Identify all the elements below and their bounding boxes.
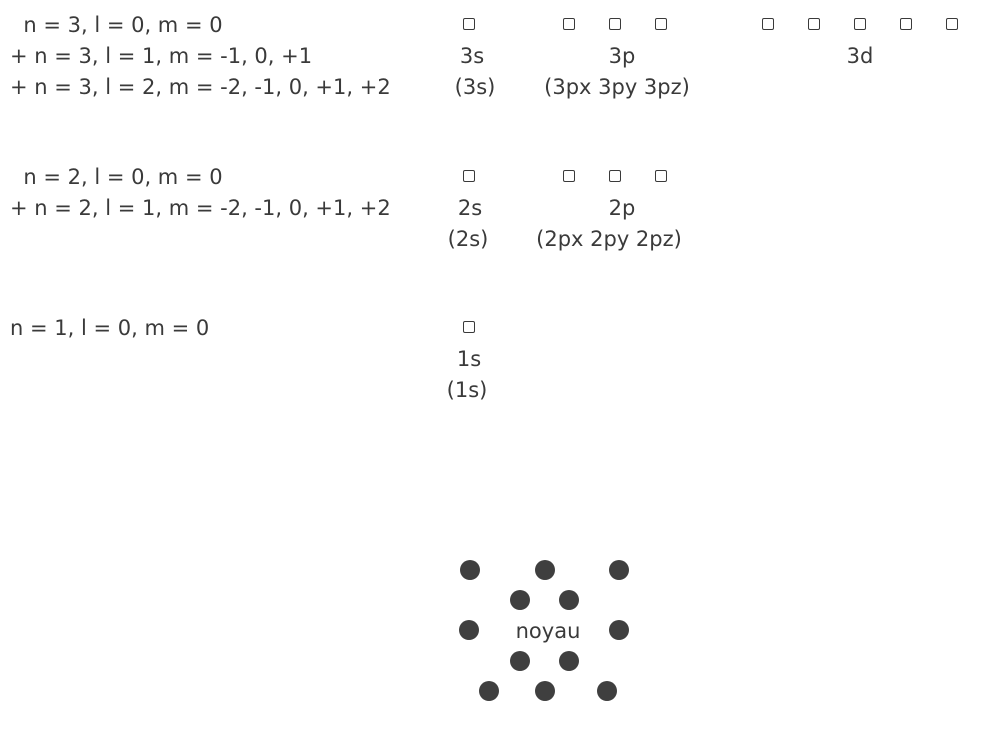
nucleon-dot <box>609 620 629 640</box>
orbital-box-icon <box>854 18 866 30</box>
nucleon-dot <box>559 651 579 671</box>
orbital-box-icon <box>463 170 475 182</box>
subshell-orbitals: (3s) <box>454 75 496 99</box>
nucleon-dot <box>510 590 530 610</box>
orbital-box-icon <box>762 18 774 30</box>
orbital-box-icon <box>609 18 621 30</box>
nucleon-dot <box>479 681 499 701</box>
orbital-box-icon <box>463 18 475 30</box>
nucleon-dot <box>535 681 555 701</box>
orbital-box-icon <box>609 170 621 182</box>
quantum-line: n = 1, l = 0, m = 0 <box>10 316 210 340</box>
orbital-box-icon <box>563 170 575 182</box>
quantum-line: + n = 3, l = 1, m = -1, 0, +1 <box>10 44 313 68</box>
nucleon-dot <box>459 620 479 640</box>
nucleon-dot <box>535 560 555 580</box>
orbital-box-icon <box>463 321 475 333</box>
subshell-name: 2p <box>608 196 636 220</box>
quantum-line: n = 2, l = 0, m = 0 <box>10 165 223 189</box>
orbital-box-icon <box>563 18 575 30</box>
subshell-name: 3p <box>608 44 636 68</box>
nucleon-dot <box>510 651 530 671</box>
subshell-name: 1s <box>456 347 482 371</box>
orbital-box-icon <box>655 18 667 30</box>
orbital-box-icon <box>808 18 820 30</box>
subshell-orbitals: (2px 2py 2pz) <box>536 227 682 251</box>
subshell-name: 3s <box>459 44 485 68</box>
orbital-box-icon <box>655 170 667 182</box>
nucleon-dot <box>460 560 480 580</box>
quantum-line: n = 3, l = 0, m = 0 <box>10 13 223 37</box>
nucleon-dot <box>559 590 579 610</box>
subshell-orbitals: (2s) <box>447 227 489 251</box>
nucleon-dot <box>609 560 629 580</box>
nucleon-dot <box>597 681 617 701</box>
subshell-name: 2s <box>457 196 483 220</box>
subshell-orbitals: (1s) <box>446 378 488 402</box>
quantum-line: + n = 2, l = 1, m = -2, -1, 0, +1, +2 <box>10 196 391 220</box>
quantum-line: + n = 3, l = 2, m = -2, -1, 0, +1, +2 <box>10 75 391 99</box>
subshell-name: 3d <box>846 44 874 68</box>
nucleus-label: noyau <box>515 619 581 643</box>
subshell-orbitals: (3px 3py 3pz) <box>544 75 690 99</box>
orbital-box-icon <box>900 18 912 30</box>
orbital-box-icon <box>946 18 958 30</box>
